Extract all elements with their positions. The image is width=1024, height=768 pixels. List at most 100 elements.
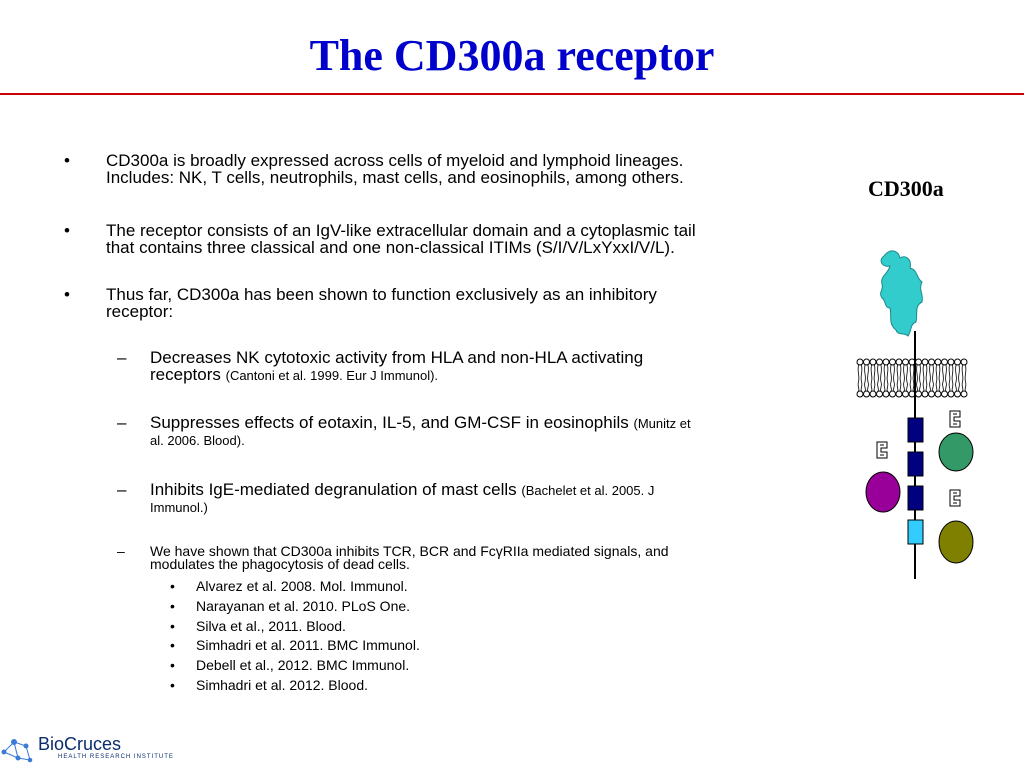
- title-divider: [0, 93, 1024, 95]
- lipid-head: [960, 390, 968, 398]
- lipid-head: [856, 358, 864, 366]
- reference-marker: •: [170, 618, 175, 634]
- lipid-tail: [912, 364, 915, 392]
- reference-marker: •: [170, 637, 175, 653]
- reference-text: Alvarez et al. 2008. Mol. Immunol.: [196, 578, 408, 594]
- lipid-head: [934, 358, 942, 366]
- lipid-tail: [906, 364, 908, 392]
- lipid-tail: [964, 364, 967, 392]
- lipid-head: [934, 390, 942, 398]
- non-classical-itim-box: [907, 519, 924, 545]
- lipid-head: [954, 358, 961, 366]
- lipid-tail: [922, 364, 925, 392]
- sub-item-text: Decreases NK cytotoxic activity from HLA…: [150, 349, 810, 384]
- lipid-tail: [958, 364, 960, 392]
- dash-marker: –: [117, 348, 127, 367]
- citation: Immunol.): [150, 500, 208, 515]
- citation: (Bachelet et al. 2005. J: [521, 483, 655, 498]
- lipid-tail: [857, 364, 860, 392]
- cd300a-receptor-diagram: [856, 250, 974, 579]
- lipid-tail: [883, 364, 886, 392]
- lipid-tail: [873, 364, 876, 392]
- lipid-tail: [886, 364, 889, 392]
- lipid-head: [960, 358, 968, 366]
- sub-item-text: Suppresses effects of eotaxin, IL-5, and…: [150, 414, 810, 449]
- reference-marker: •: [170, 578, 175, 594]
- citation: (Munitz et: [633, 416, 691, 431]
- sh2-domain: [949, 489, 961, 507]
- lipid-tail: [899, 364, 902, 392]
- lipid-head: [941, 390, 948, 398]
- bullet-marker: •: [64, 221, 70, 240]
- sub-item-main: Suppresses effects of eotaxin, IL-5, and…: [150, 413, 629, 432]
- bullet-list: • CD300a is broadly expressed across cel…: [64, 151, 810, 693]
- lipid-tail: [890, 364, 892, 392]
- lipid-tail: [903, 364, 905, 392]
- phosphatase-olive: [938, 520, 974, 564]
- lipid-head: [895, 390, 903, 398]
- lipid-tail: [951, 364, 954, 392]
- sh2-domain: [949, 410, 961, 428]
- bullet-line: Thus far, CD300a has been shown to funct…: [106, 285, 657, 304]
- sub-item-line: receptors (Cantoni et al. 1999. Eur J Im…: [150, 366, 810, 384]
- lipid-head: [889, 358, 896, 366]
- bullet-marker: •: [64, 285, 70, 304]
- phosphatase-green: [938, 432, 974, 472]
- lipid-head: [882, 390, 890, 398]
- lipid-tail: [896, 364, 899, 392]
- lipid-head: [902, 390, 909, 398]
- lipid-head: [947, 390, 955, 398]
- lipid-tail: [955, 364, 957, 392]
- lipid-tail: [925, 364, 928, 392]
- sh2-domain: [876, 441, 888, 459]
- bullet-text: CD300a is broadly expressed across cells…: [106, 152, 806, 186]
- lipid-tail: [945, 364, 947, 392]
- lipid-tail: [942, 364, 944, 392]
- lipid-head: [876, 390, 883, 398]
- logo-wordmark: BioCruces: [38, 734, 122, 754]
- reference-marker: •: [170, 657, 175, 673]
- sub-item-line: We have shown that CD300a inhibits TCR, …: [150, 543, 669, 559]
- lipid-head: [928, 358, 935, 366]
- lipid-head: [863, 358, 870, 366]
- reference-text: Silva et al., 2011. Blood.: [196, 618, 346, 634]
- bullet-line: CD300a is broadly expressed across cells…: [106, 151, 684, 170]
- dash-marker: –: [117, 413, 127, 432]
- reference-text: Simhadri et al. 2012. Blood.: [196, 677, 368, 693]
- lipid-tail: [919, 364, 921, 392]
- lipid-tail: [877, 364, 879, 392]
- sh2-mark: [880, 444, 884, 456]
- citation: (Cantoni et al. 1999. Eur J Immunol).: [225, 368, 439, 383]
- reference-text: Simhadri et al. 2011. BMC Immunol.: [196, 637, 420, 653]
- lipid-head: [915, 358, 922, 366]
- lipid-head: [902, 358, 909, 366]
- reference-text: Narayanan et al. 2010. PLoS One.: [196, 598, 411, 614]
- lipid-head: [869, 358, 877, 366]
- bullet-text: Thus far, CD300a has been shown to funct…: [106, 286, 806, 320]
- logo-network-icon: [1, 739, 33, 763]
- bullet-line: that contains three classical and one no…: [106, 238, 675, 257]
- lipid-head: [856, 390, 864, 398]
- lipid-tail: [916, 364, 918, 392]
- lipid-tail: [938, 364, 941, 392]
- bullet-marker: •: [64, 151, 70, 170]
- lipid-tail: [860, 364, 863, 392]
- dash-marker: –: [117, 480, 127, 499]
- itim-box: [907, 485, 924, 511]
- lipid-head: [921, 390, 929, 398]
- lipid-head: [954, 390, 961, 398]
- sub-item-line: Suppresses effects of eotaxin, IL-5, and…: [150, 414, 810, 432]
- lipid-tail: [935, 364, 938, 392]
- slide-title: The CD300a receptor: [309, 31, 715, 80]
- lipid-tail: [893, 364, 895, 392]
- lipid-tail: [909, 364, 912, 392]
- lipid-head: [863, 390, 870, 398]
- sh2-mark: [953, 413, 957, 425]
- sub-item-line: Decreases NK cytotoxic activity from HLA…: [150, 348, 644, 367]
- bullet-line: The receptor consists of an IgV-like ext…: [106, 221, 696, 240]
- bullet-line: receptor:: [106, 302, 174, 321]
- bullet-line: Includes: NK, T cells, neutrophils, mast…: [106, 168, 684, 187]
- itim-box: [907, 417, 924, 443]
- lipid-head: [876, 358, 883, 366]
- sub-item-text: We have shown that CD300a inhibits TCR, …: [150, 543, 810, 571]
